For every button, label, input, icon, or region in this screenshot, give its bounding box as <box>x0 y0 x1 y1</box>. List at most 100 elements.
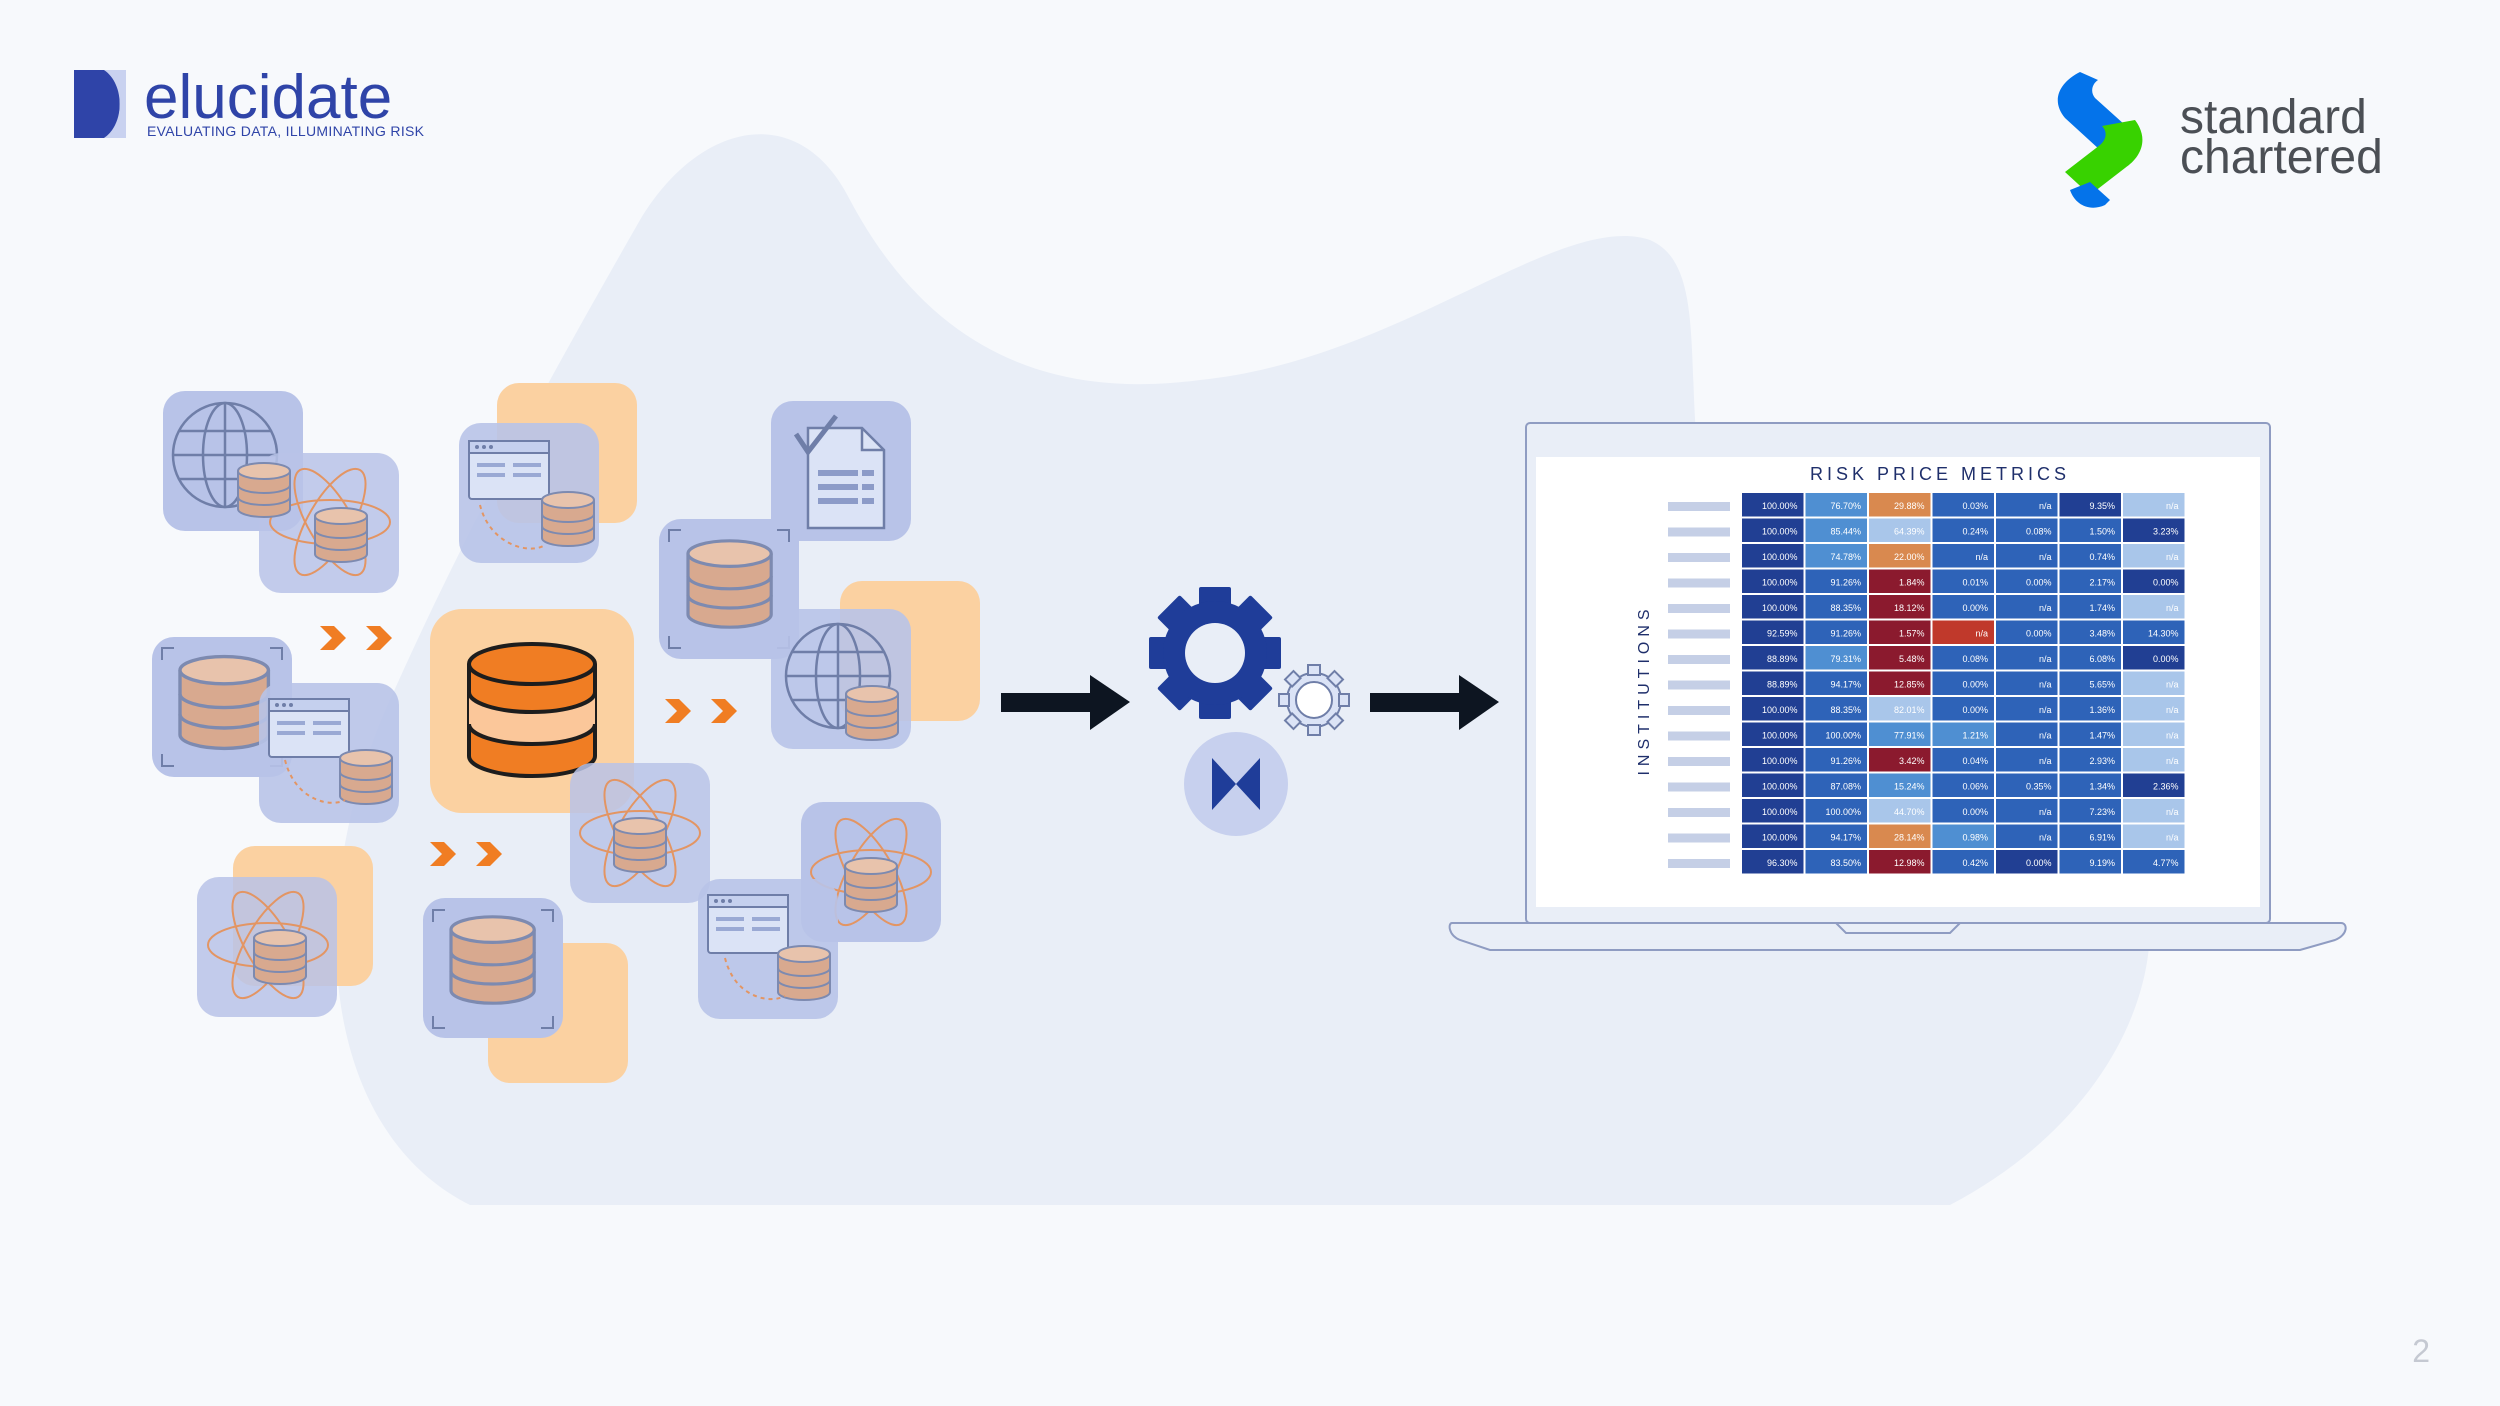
heatmap-cell <box>1869 773 1931 797</box>
heatmap-cell-value: 100.00% <box>1825 807 1861 817</box>
heatmap-cell <box>1869 518 1931 542</box>
heatmap-cell-value: 1.36% <box>2089 705 2115 715</box>
heatmap-cell-value: n/a <box>2166 552 2179 562</box>
heatmap-cell-value: 85.44% <box>1830 526 1861 536</box>
heatmap-cell <box>1742 697 1804 721</box>
heatmap-cell <box>1805 493 1867 517</box>
heatmap-cell-value: 1.57% <box>1899 628 1925 638</box>
app-window-icon <box>707 894 789 954</box>
heatmap-cell <box>1805 748 1867 772</box>
heatmap-cell <box>1996 799 2058 823</box>
institution-label-placeholder <box>1668 731 1730 741</box>
gear-small-icon <box>1278 664 1350 736</box>
heatmap-cell <box>1869 850 1931 874</box>
heatmap-cell-value: 1.21% <box>1962 730 1988 740</box>
heatmap-cell <box>1932 773 1994 797</box>
heatmap-cell <box>1805 544 1867 568</box>
heatmap-cell-value: 91.26% <box>1830 628 1861 638</box>
heatmap-cell <box>1932 799 1994 823</box>
arrow-right-icon <box>1001 675 1130 730</box>
heatmap-cell-value: 0.00% <box>2026 858 2052 868</box>
heatmap-cell-value: 87.08% <box>1830 781 1861 791</box>
heatmap-cell-value: 2.17% <box>2089 577 2115 587</box>
heatmap-cell <box>1996 697 2058 721</box>
heatmap-cell <box>2059 697 2121 721</box>
database-icon <box>845 685 899 741</box>
heatmap-cell <box>2123 646 2185 670</box>
heatmap-cell-value: 88.35% <box>1830 705 1861 715</box>
elucidate-logo-mark <box>74 70 120 138</box>
laptop-display: RISK PRICE METRICS INSTITUTIONS 100.00%7… <box>1448 422 2347 951</box>
heatmap-cell <box>1996 748 2058 772</box>
heatmap-cell-value: n/a <box>2166 832 2179 842</box>
heatmap-cell <box>1742 773 1804 797</box>
heatmap-cell-value: n/a <box>2039 832 2052 842</box>
heatmap-cell-value: 1.47% <box>2089 730 2115 740</box>
institution-label-placeholder <box>1668 808 1730 817</box>
heatmap-cell-value: 88.89% <box>1767 654 1798 664</box>
heatmap-cell <box>2059 518 2121 542</box>
heatmap-cell-value: 0.00% <box>2026 577 2052 587</box>
heatmap-cell-value: 100.00% <box>1825 730 1861 740</box>
heatmap-cell <box>2123 671 2185 695</box>
heatmap-cell-value: n/a <box>2039 654 2052 664</box>
heatmap-cell <box>2059 646 2121 670</box>
institution-label-placeholder <box>1668 578 1730 588</box>
heatmap-cell-value: n/a <box>2039 705 2052 715</box>
heatmap-cell-value: 3.23% <box>2153 526 2179 536</box>
heatmap-cell-value: 0.24% <box>1962 526 1988 536</box>
heatmap-cell-value: 0.98% <box>1962 832 1988 842</box>
heatmap-cell-value: 18.12% <box>1894 603 1925 613</box>
heatmap-cell <box>2059 748 2121 772</box>
heatmap-cell-value: 3.42% <box>1899 756 1925 766</box>
heatmap-cell <box>1742 544 1804 568</box>
heatmap-cell <box>1996 671 2058 695</box>
heatmap-cell-value: 14.30% <box>2148 628 2179 638</box>
heatmap-cell-value: 100.00% <box>1762 552 1798 562</box>
heatmap-cell <box>2123 544 2185 568</box>
heatmap-cell <box>1742 824 1804 848</box>
heatmap-cell <box>1869 799 1931 823</box>
heatmap-cell <box>1869 722 1931 746</box>
heatmap-cell-value: 79.31% <box>1830 654 1861 664</box>
heatmap-cell <box>2123 620 2185 644</box>
heatmap-cell-value: n/a <box>2039 501 2052 511</box>
heatmap-cell <box>1742 722 1804 746</box>
heatmap-cell-value: 100.00% <box>1762 730 1798 740</box>
heatmap-cell <box>2059 773 2121 797</box>
heatmap-cell <box>2123 595 2185 619</box>
heatmap-cell-value: 0.35% <box>2026 781 2052 791</box>
heatmap-cell-value: 2.93% <box>2089 756 2115 766</box>
heatmap-cell <box>1742 646 1804 670</box>
heatmap-cell <box>1932 824 1994 848</box>
heatmap-cell-value: 100.00% <box>1762 832 1798 842</box>
heatmap-cell-value: n/a <box>2039 730 2052 740</box>
heatmap-cell <box>1805 595 1867 619</box>
heatmap-cell-value: 100.00% <box>1762 501 1798 511</box>
database-icon <box>777 945 831 1001</box>
heatmap-cell <box>2059 544 2121 568</box>
heatmap-cell <box>1869 697 1931 721</box>
heatmap-cell <box>2059 595 2121 619</box>
arrow-right-icon <box>1370 675 1499 730</box>
heatmap-cell <box>1869 493 1931 517</box>
heatmap-cell-value: n/a <box>2166 705 2179 715</box>
heatmap-cell-value: 0.00% <box>1962 807 1988 817</box>
heatmap-cell-value: 94.17% <box>1830 832 1861 842</box>
heatmap-cell-value: 92.59% <box>1767 628 1798 638</box>
document-check-icon <box>793 414 886 530</box>
heatmap-cell-value: 88.35% <box>1830 603 1861 613</box>
heatmap-cell-value: 15.24% <box>1894 781 1925 791</box>
heatmap-cell <box>1869 595 1931 619</box>
chevron-arrows-icon <box>320 626 392 650</box>
elucidate-tagline: EVALUATING DATA, ILLUMINATING RISK <box>147 123 425 139</box>
heatmap-cell-value: 91.26% <box>1830 756 1861 766</box>
heatmap-cell <box>1805 722 1867 746</box>
data-sources-cluster <box>152 383 980 1083</box>
heatmap-cell-value: 44.70% <box>1894 807 1925 817</box>
heatmap-cell <box>1805 773 1867 797</box>
heatmap-cell <box>1932 671 1994 695</box>
heatmap-cell-value: 12.98% <box>1894 858 1925 868</box>
institution-label-placeholder <box>1668 782 1730 792</box>
